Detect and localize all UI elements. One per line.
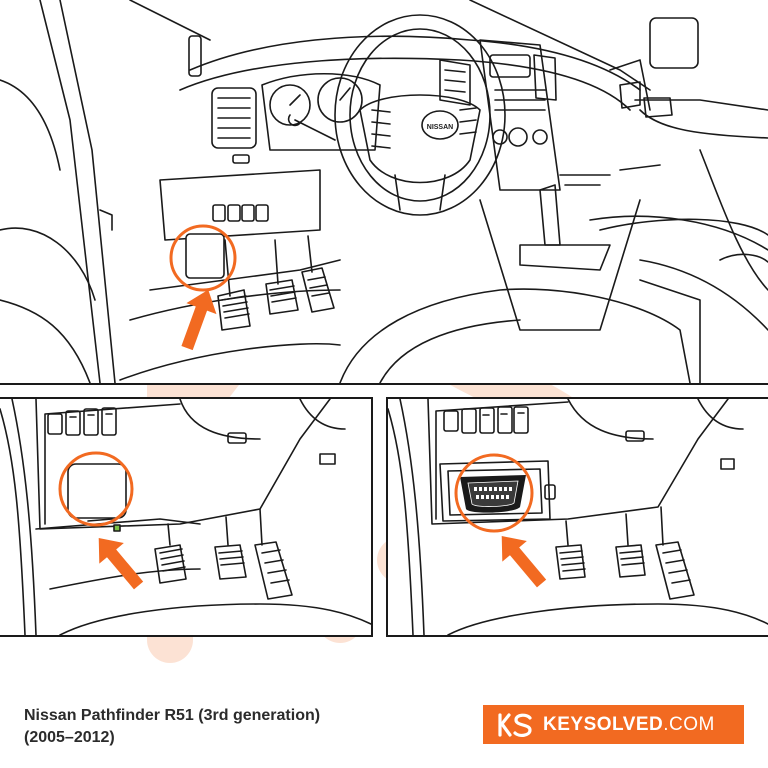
up-right-arrow-icon (98, 538, 144, 590)
caption-line-years: (2005–2012) (24, 729, 115, 746)
steering-badge-text: NISSAN (427, 124, 453, 131)
dashboard-illustration: NISSAN (0, 0, 768, 383)
keysolved-logo-icon (498, 712, 532, 737)
vehicle-caption: Nissan Pathfinder R51 (3rd generation) (… (24, 705, 444, 749)
obd-port-panel (386, 397, 768, 637)
obd-cover-highlight-circle (58, 451, 134, 527)
obd-location-highlight-circle (169, 224, 237, 292)
brand-banner[interactable]: KEYSOLVED.COM (483, 705, 744, 744)
obd-cover-panel (0, 397, 373, 637)
obd-port-illustration (388, 399, 768, 635)
obd-cover-illustration (0, 399, 371, 635)
obd-port-highlight-circle (454, 453, 534, 533)
brand-domain-suffix: .COM (663, 713, 715, 735)
caption-line-model: Nissan Pathfinder R51 (3rd generation) (24, 707, 321, 724)
up-right-arrow-icon (501, 536, 547, 588)
dashboard-overview-panel: NISSAN (0, 0, 768, 385)
brand-name: KEYSOLVED (543, 713, 664, 735)
up-right-arrow-icon (181, 289, 217, 351)
obd2-port-icon (460, 475, 526, 513)
